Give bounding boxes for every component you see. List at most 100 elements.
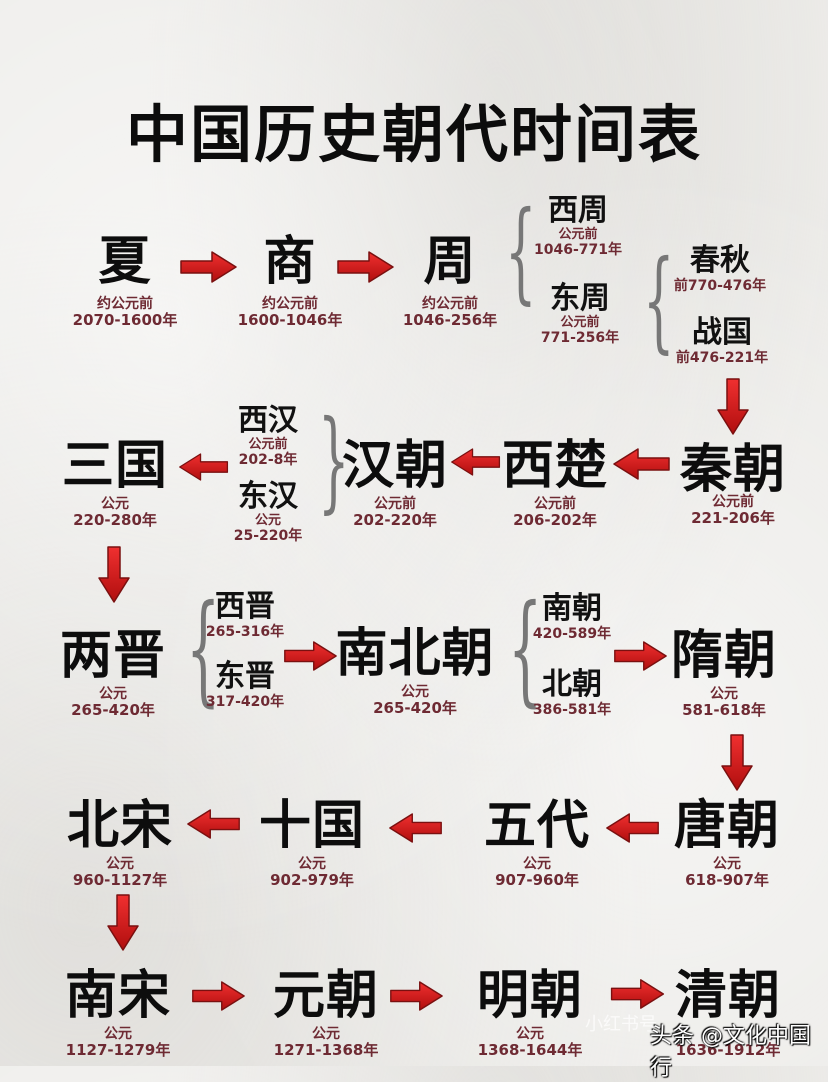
sub-xizhou: 西周 公元前 1046-771年 (534, 193, 622, 259)
sub-years: 771-256年 (540, 330, 620, 346)
watermark-faint: 小红书号 (585, 1014, 657, 1035)
sub-name: 西周 (548, 193, 608, 228)
dynasty-sui: 隋朝 公元 581-618年 (671, 626, 777, 719)
sub-era: 公元前 (558, 227, 598, 242)
dynasty-era: 公元 (712, 856, 741, 872)
dynasty-ming: 明朝 公元 1368-1644年 (477, 966, 583, 1059)
arrow-down-icon (97, 544, 131, 604)
dynasty-name: 隋朝 (670, 626, 778, 686)
dynasty-name: 明朝 (476, 966, 584, 1026)
page-title: 中国历史朝代时间表 (125, 98, 702, 171)
dynasty-name: 元朝 (272, 966, 380, 1026)
sub-era: 公元前 (560, 315, 600, 330)
arrow-right-icon (608, 978, 666, 1010)
brace-icon: } (318, 396, 350, 524)
dynasty-nansong: 南宋 公元 1127-1279年 (65, 966, 171, 1059)
dynasty-years: 581-618年 (682, 701, 766, 719)
dynasty-years: 1271-1368年 (273, 1041, 379, 1059)
brace-icon: { (505, 187, 537, 315)
dynasty-name: 南宋 (64, 966, 172, 1026)
sub-dongjin: 东晋 317-420年 (205, 660, 285, 711)
dynasty-liangjin: 两晋 公元 265-420年 (60, 626, 166, 719)
dynasty-era: 约公元前 (261, 296, 318, 312)
sub-years: 386-581年 (532, 702, 612, 718)
dynasty-era: 公元 (522, 856, 551, 872)
arrow-right-icon (612, 640, 668, 672)
arrow-right-icon (388, 980, 444, 1012)
dynasty-era: 公元前 (711, 494, 754, 510)
dynasty-era: 公元 (297, 856, 326, 872)
sub-name: 南朝 (541, 591, 602, 626)
dynasty-name: 西楚 (501, 436, 609, 496)
sub-years: 420-589年 (532, 626, 612, 642)
arrow-right-icon (178, 250, 238, 284)
dynasty-era: 公元 (105, 856, 134, 872)
sub-years: 317-420年 (205, 694, 285, 710)
dynasty-name: 南北朝 (335, 624, 495, 684)
dynasty-years: 1127-1279年 (65, 1041, 171, 1059)
dynasty-era: 公元 (400, 684, 429, 700)
arrow-right-icon (335, 250, 395, 284)
dynasty-name: 五代 (483, 796, 591, 856)
dynasty-era: 约公元前 (421, 296, 478, 312)
dynasty-years: 1636-1912年 (675, 1041, 781, 1059)
sub-era: 公元 (254, 513, 281, 528)
arrow-down-icon (720, 732, 754, 792)
sub-chunqiu: 春秋 前770-476年 (673, 243, 767, 295)
dynasty-nanbeichao: 南北朝 公元 265-420年 (335, 624, 494, 717)
dynasty-years: 265-420年 (71, 701, 155, 719)
dynasty-xia: 夏 约公元前 2070-1600年 (73, 232, 178, 329)
dynasty-years: 206-202年 (513, 511, 597, 529)
dynasty-shang: 商 约公元前 1600-1046年 (238, 232, 343, 329)
dynasty-name: 清朝 (674, 966, 782, 1026)
dynasty-years: 960-1127年 (72, 871, 168, 889)
arrow-down-icon (106, 892, 140, 952)
dynasty-era: 公元 (311, 1026, 340, 1042)
dynasty-era: 公元前 (373, 496, 416, 512)
dynasty-era: 公元前 (533, 496, 576, 512)
sub-name: 西汉 (238, 403, 298, 438)
dynasty-era: 公元 (103, 1026, 132, 1042)
dynasty-era: 公元 (98, 686, 127, 702)
dynasty-years: 202-220年 (353, 511, 437, 529)
arrow-left-icon (186, 808, 242, 840)
sub-name: 春秋 (689, 243, 750, 278)
dynasty-era: 公元 (100, 496, 129, 512)
sub-zhanguo: 战国 前476-221年 (675, 315, 769, 367)
arrow-left-icon (605, 812, 661, 844)
dynasty-name: 夏 (98, 232, 152, 292)
sub-years: 1046-771年 (534, 242, 622, 258)
dynasty-han: 汉朝 公元前 202-220年 (342, 436, 448, 529)
dynasty-years: 220-280年 (73, 511, 157, 529)
watermark: 头条 @文化中国行 (650, 1024, 811, 1081)
brace-icon: { (643, 236, 675, 364)
sub-years: 25-220年 (233, 528, 303, 544)
dynasty-zhou: 周 约公元前 1046-256年 (403, 232, 497, 329)
dynasty-name: 三国 (61, 436, 169, 496)
dynasty-name: 秦朝 (679, 440, 787, 500)
sub-years: 前476-221年 (675, 350, 769, 366)
sub-years: 202-8年 (238, 452, 298, 468)
dynasty-yuan: 元朝 公元 1271-1368年 (273, 966, 379, 1059)
arrow-left-icon (388, 812, 444, 844)
dynasty-years: 902-979年 (270, 871, 354, 889)
arrow-right-icon (282, 640, 338, 672)
dynasty-years: 1368-1644年 (477, 1041, 583, 1059)
sub-name: 东周 (549, 281, 610, 316)
dynasty-tang: 唐朝 公元 618-907年 (674, 796, 780, 889)
sub-dongzhou: 东周 公元前 771-256年 (540, 281, 620, 347)
arrow-left-icon (450, 447, 502, 477)
dynasty-name: 两晋 (59, 626, 167, 686)
dynasty-years: 221-206年 (691, 509, 775, 527)
sub-beichao: 北朝 386-581年 (532, 668, 612, 719)
arrow-left-icon (612, 447, 672, 481)
arrow-left-icon (178, 452, 230, 482)
sub-years: 前770-476年 (673, 278, 767, 294)
dynasty-era: 公元 (515, 1026, 544, 1042)
brace-icon: { (508, 580, 543, 719)
dynasty-name: 周 (423, 232, 477, 292)
arrow-down-icon (716, 376, 750, 436)
dynasty-qing: 清朝 1636-1912年 (675, 966, 781, 1059)
dynasty-era: 公元 (709, 686, 738, 702)
sub-name: 战国 (691, 315, 752, 350)
